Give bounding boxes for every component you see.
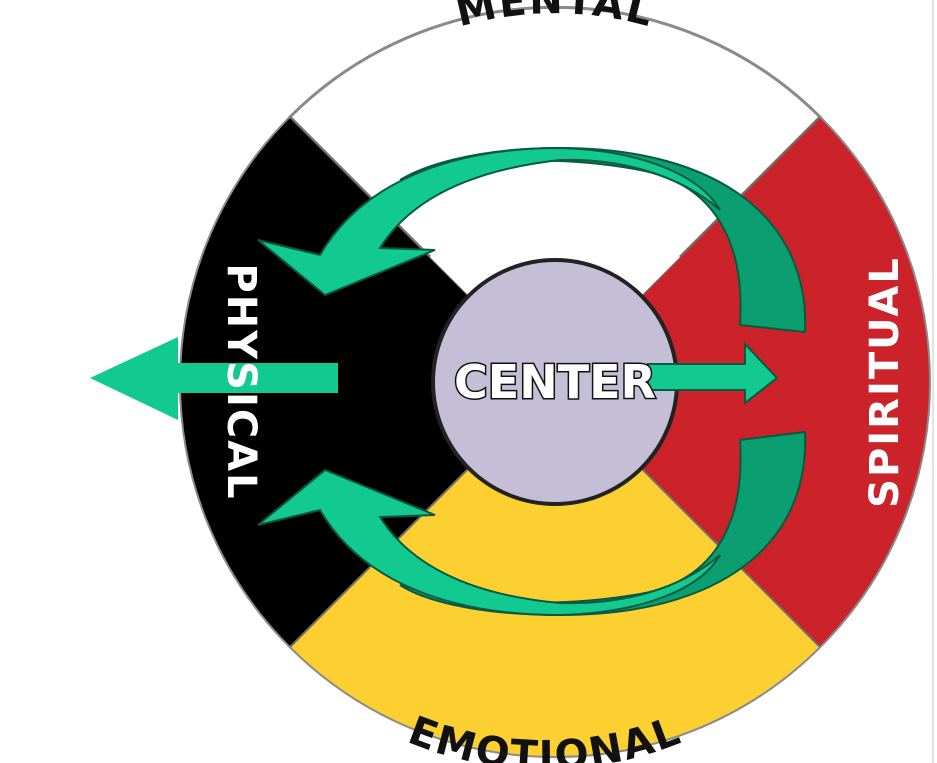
curved-arrow-upper [257, 146, 721, 297]
straight-arrow-right [647, 341, 779, 406]
label-center: CENTER [454, 355, 656, 409]
label-spiritual: SPIRITUAL [862, 256, 908, 508]
straight-arrow-left [90, 337, 338, 420]
quadrant-emotional [290, 382, 820, 757]
label-physical: PHYSICAL [218, 263, 264, 500]
curved-arrow-lower [257, 468, 721, 617]
image-edge-line [932, 0, 934, 763]
